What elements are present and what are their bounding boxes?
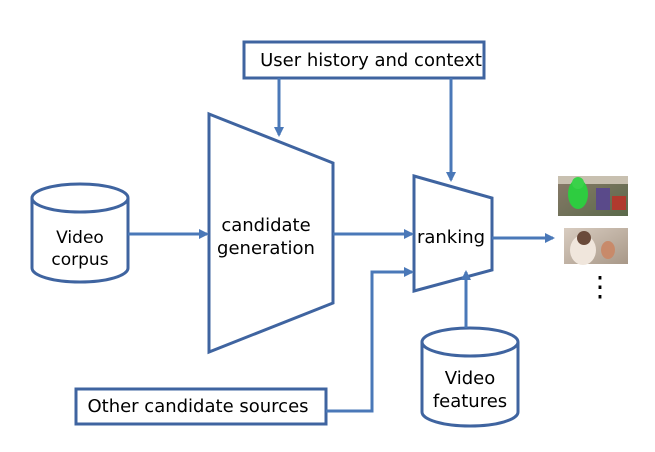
candidate-generation-node: candidate generation [207, 111, 335, 355]
video-corpus-label-line1: Video [56, 228, 104, 248]
video-corpus-body [30, 198, 130, 284]
video-corpus-label-line2: corpus [51, 250, 108, 270]
other-sources-label: Other candidate sources [87, 396, 308, 417]
arrow-other-sources-to-ranking [326, 267, 414, 413]
ranking-label: ranking [417, 227, 485, 248]
video-thumbnail-2 [564, 228, 628, 265]
video-features-node: Video features [420, 326, 520, 428]
user-history-label: User history and context [260, 50, 482, 71]
candidate-generation-shape [207, 111, 335, 355]
ranking-node: ranking [412, 174, 494, 293]
video-features-label-line1: Video [445, 368, 495, 389]
user-history-node: User history and context [242, 40, 486, 80]
ranking-shape [412, 174, 494, 293]
user-history-box [242, 40, 486, 80]
connectors [128, 78, 555, 413]
video-corpus-node: Video corpus [30, 182, 130, 284]
video-features-body [420, 342, 520, 428]
candidate-generation-label-line1: candidate [221, 215, 310, 236]
candidate-generation-label-line2: generation [217, 238, 315, 259]
video-features-top [420, 326, 520, 358]
output-thumbnails [558, 176, 628, 265]
other-sources-node: Other candidate sources [74, 387, 328, 426]
video-corpus-top [30, 182, 130, 214]
other-sources-box [74, 387, 328, 426]
video-features-label-line2: features [433, 391, 507, 412]
more-results-ellipsis: ⋮ [586, 270, 614, 303]
video-thumbnail-1 [558, 176, 628, 216]
